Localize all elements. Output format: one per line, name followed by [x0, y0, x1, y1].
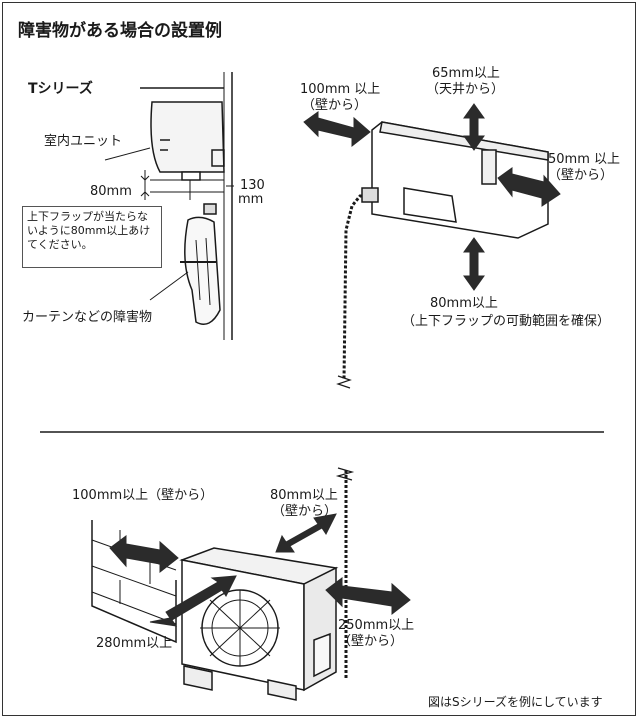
wall-gap-value: 130 [240, 178, 265, 193]
flap-shape [181, 171, 201, 181]
service-panel [313, 632, 331, 678]
indoor-top-clearance-value: 65mm以上 [432, 66, 500, 81]
wall-gap-unit: mm [238, 192, 264, 207]
indoor-right-clearance-value: 50mm 以上 [548, 152, 621, 167]
hose-break [336, 375, 352, 389]
indoor-left-clearance-note: （壁から） [302, 98, 368, 113]
drain-hose [342, 194, 372, 381]
indoor-side-view [104, 72, 234, 340]
indoor-unit-side-panel [481, 149, 497, 185]
arrow-front-outdoor [149, 575, 237, 627]
arrow-left-indoor [303, 111, 371, 148]
obstacle-leader [149, 271, 189, 301]
dim-arrow-down [140, 175, 150, 181]
curtain-shape [184, 216, 221, 325]
indoor-unit-top [379, 121, 549, 161]
arrow-left-outdoor [109, 535, 179, 574]
arrow-bottom-indoor [463, 237, 485, 291]
indoor-unit-perspective [336, 121, 549, 389]
outdoor-front-clearance: 280mm以上 [96, 636, 173, 651]
outdoor-right-clearance-note: （壁から） [338, 634, 404, 649]
indoor-top-clearance-note: （天井から） [426, 82, 505, 97]
indoor-unit-label: 室内ユニット [44, 134, 123, 149]
outdoor-arrows [109, 513, 411, 627]
outdoor-right-clearance-value: 250mm以上 [338, 618, 415, 633]
curtain-folds [195, 237, 211, 306]
curtain-rod [203, 203, 217, 215]
arrow-right-indoor [497, 167, 561, 207]
footnote: 図はSシリーズを例にしています [428, 695, 603, 709]
pipe-joint [361, 187, 379, 203]
obstacle-label: カーテンなどの障害物 [22, 310, 153, 325]
indoor-bottom-clearance-value: 80mm以上 [430, 296, 498, 311]
indoor-unit-side [150, 101, 225, 173]
flap-gap-label: 80mm [90, 184, 132, 199]
dim-arrow-up [140, 191, 150, 197]
pipe-break [335, 467, 355, 481]
grill-bars [200, 590, 280, 666]
flap-note: 上下フラップが当たらないように80mm以上あけてください。 [22, 206, 162, 268]
arrow-right-outdoor [325, 577, 411, 616]
arrow-top-indoor [463, 103, 485, 151]
outdoor-back-clearance-note: （壁から） [272, 504, 338, 519]
indoor-left-clearance-value: 100mm 以上 [300, 82, 381, 97]
outdoor-left-clearance: 100mm以上（壁から） [72, 488, 214, 503]
unit-bracket [211, 149, 225, 167]
series-label: Tシリーズ [28, 81, 93, 97]
arrow-back-outdoor [275, 513, 337, 553]
outdoor-back-clearance-value: 80mm以上 [270, 488, 338, 503]
indoor-arrows [303, 103, 561, 291]
indoor-unit-panel [403, 187, 457, 223]
page-title: 障害物がある場合の設置例 [18, 21, 222, 41]
indoor-bottom-clearance-note: （上下フラップの可動範囲を確保） [402, 314, 611, 329]
outdoor-feet [183, 665, 297, 701]
unit-leader [104, 147, 151, 161]
indoor-right-clearance-note: （壁から） [548, 168, 614, 183]
indoor-unit-detail [160, 139, 170, 151]
